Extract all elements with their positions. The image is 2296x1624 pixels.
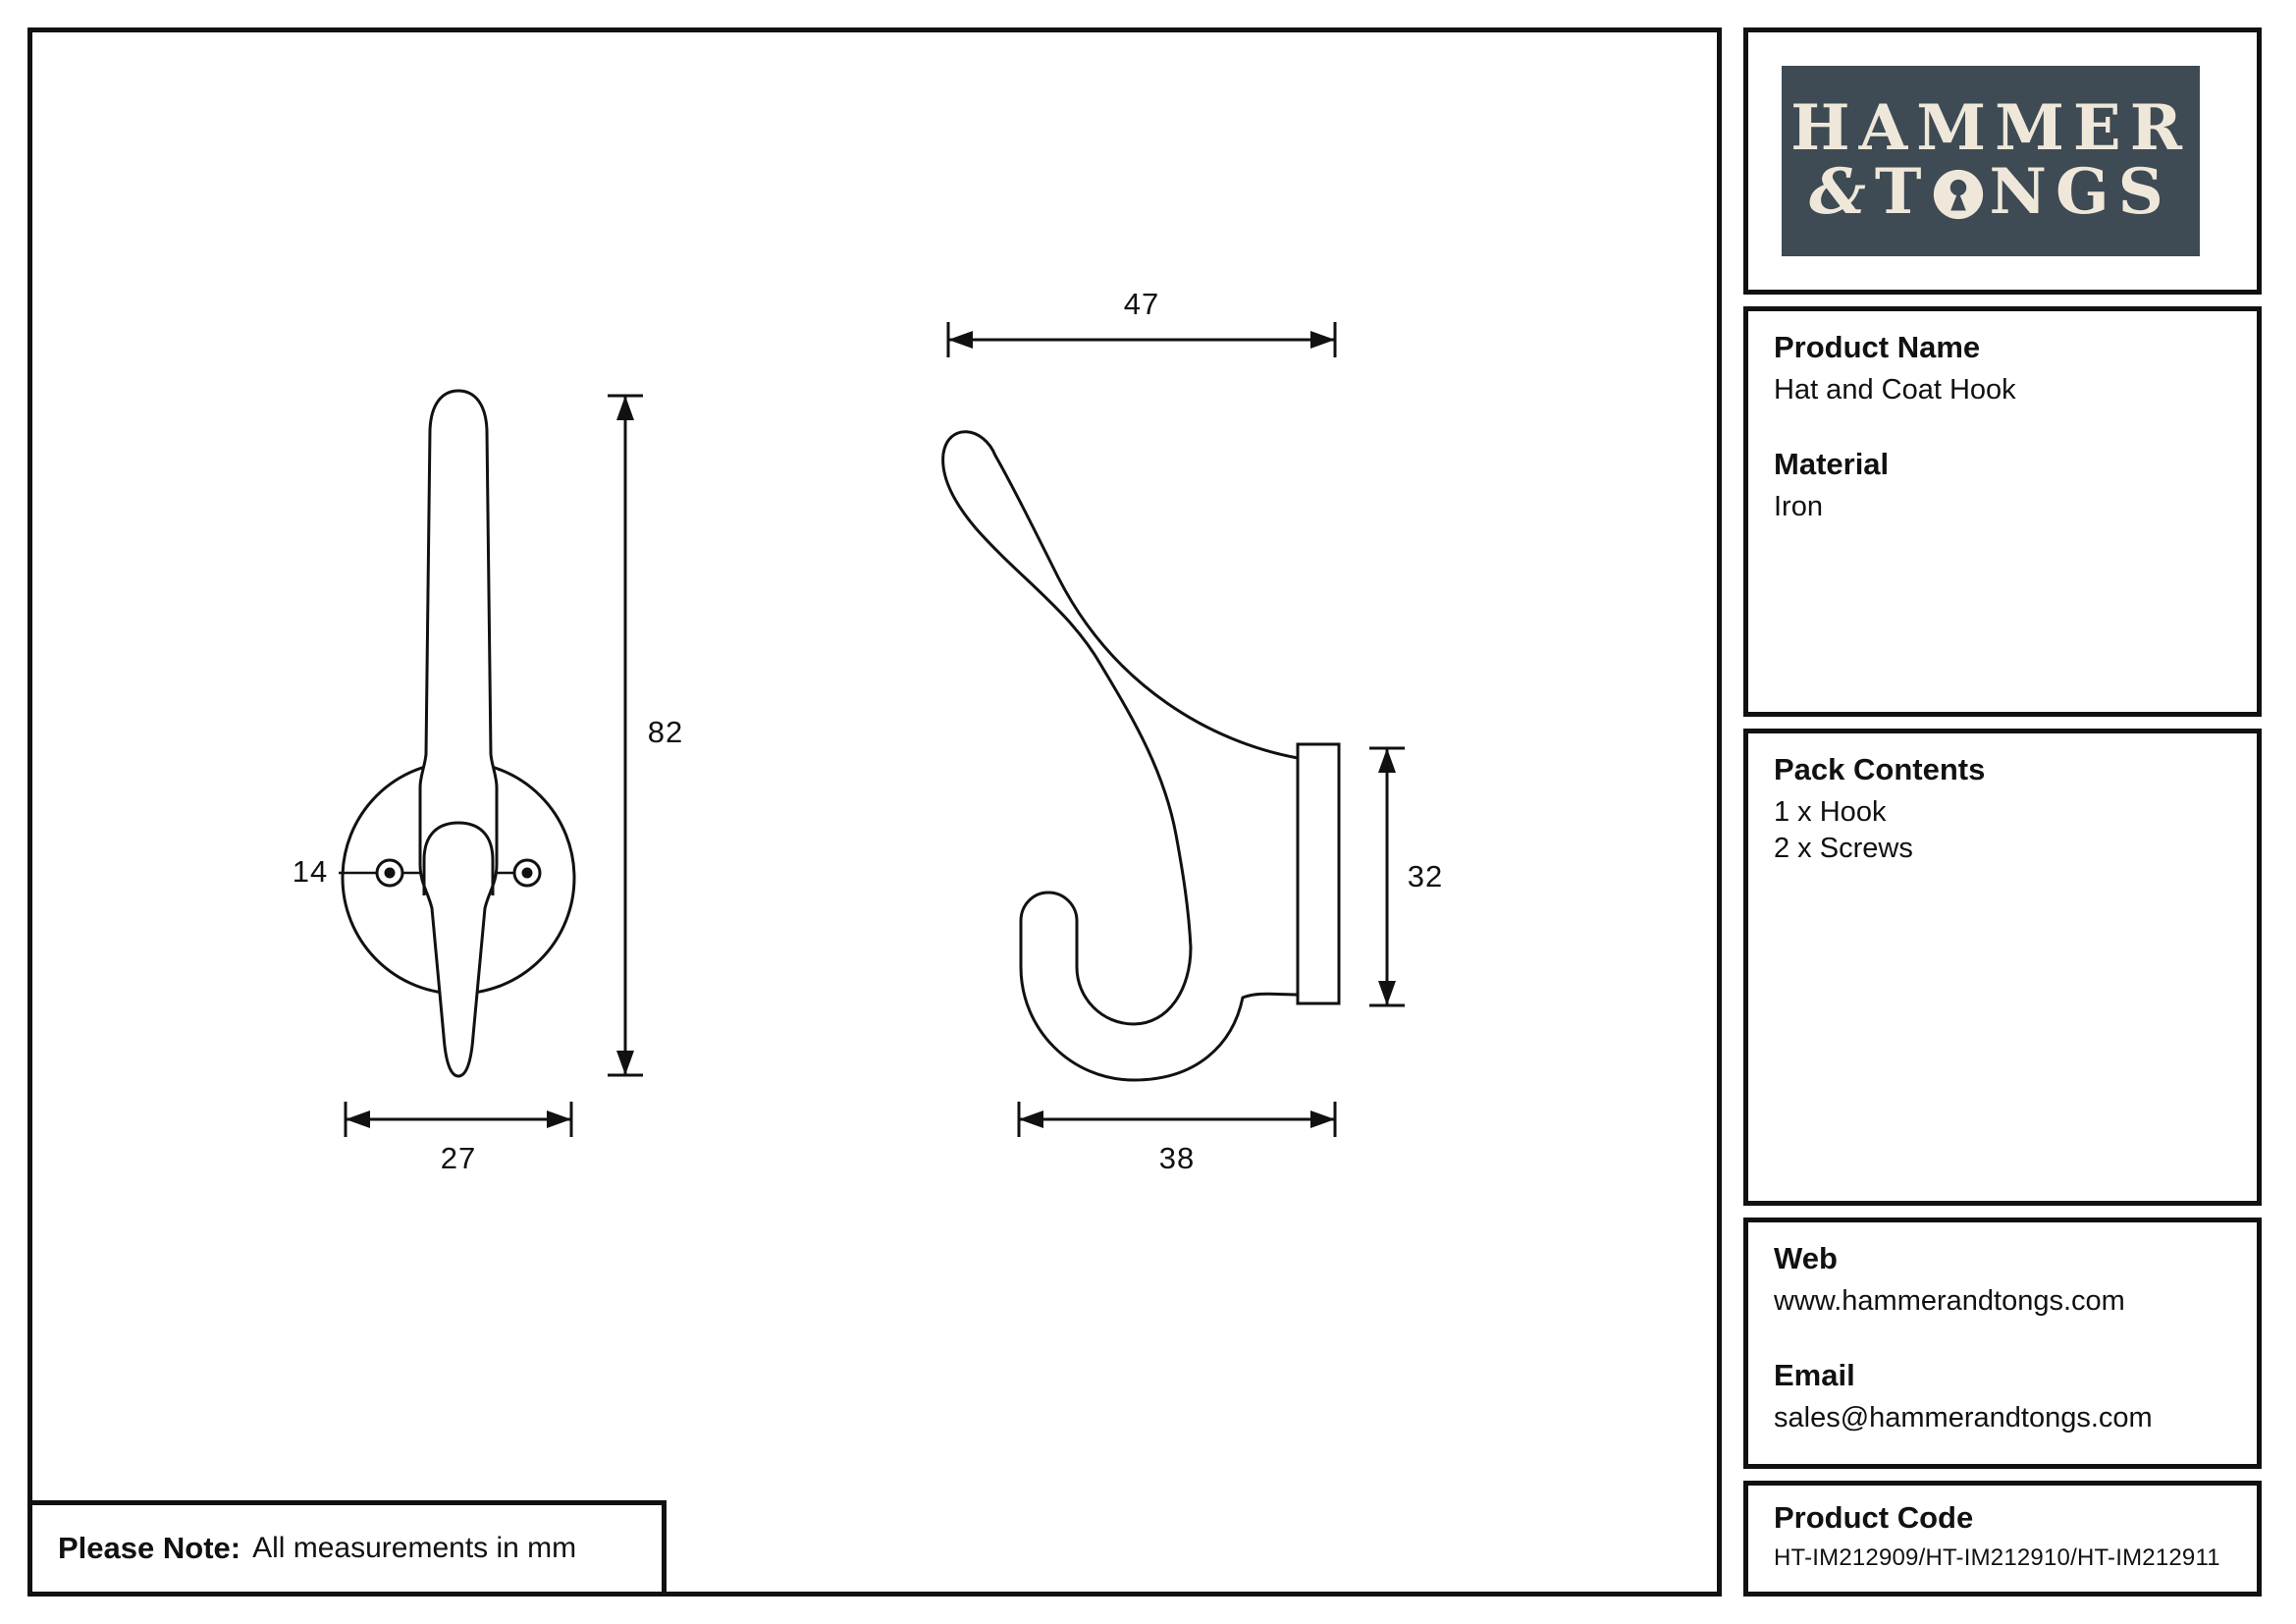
- product-name-value: Hat and Coat Hook: [1774, 373, 2016, 406]
- screw-hole-right-center: [521, 867, 533, 879]
- pack-contents-box: Pack Contents 1 x Hook 2 x Screws: [1743, 729, 2262, 1206]
- dim-label-side-depth: 47: [1123, 287, 1160, 321]
- contact-box: Web www.hammerandtongs.com Email sales@h…: [1743, 1218, 2262, 1469]
- pack-item: 2 x Screws: [1774, 833, 1913, 865]
- screw-hole-left-center: [384, 867, 396, 879]
- note-text: All measurements in mm: [252, 1532, 577, 1564]
- material-label: Material: [1774, 447, 1890, 482]
- web-value: www.hammerandtongs.com: [1774, 1284, 2125, 1317]
- product-name-label: Product Name: [1774, 330, 1981, 364]
- drawing-area: [27, 27, 1722, 1597]
- front-boss-arch: [422, 821, 495, 895]
- dim-label-hole-spacing: 14: [292, 854, 329, 889]
- product-code-value: HT-IM212909/HT-IM212910/HT-IM212911: [1774, 1543, 2220, 1571]
- dim-label-hook-depth: 38: [1158, 1141, 1196, 1175]
- email-label: Email: [1774, 1358, 1855, 1393]
- logo-letters-ngs: NGS: [1989, 155, 2172, 229]
- front-view: [339, 389, 576, 1078]
- dim-label-plate-height: 32: [1407, 859, 1444, 893]
- product-code-label: Product Code: [1774, 1500, 1974, 1535]
- logo-line-2: &T NGS: [1809, 155, 2172, 229]
- note-label: Please Note:: [58, 1531, 241, 1565]
- email-value: sales@hammerandtongs.com: [1774, 1402, 2153, 1435]
- pack-item: 1 x Hook: [1774, 795, 1887, 828]
- note-box: Please Note: All measurements in mm: [27, 1500, 667, 1597]
- side-mounting-plate: [1296, 742, 1341, 1005]
- keyhole-icon: [1933, 170, 1983, 220]
- spacer: [1774, 1320, 2231, 1357]
- logo-letter-t: T: [1874, 155, 1931, 229]
- spacer: [1774, 408, 2231, 446]
- logo-line-1: HAMMER: [1790, 91, 2191, 166]
- dim-label-front-width: 27: [440, 1141, 477, 1175]
- dim-label-front-height: 82: [647, 715, 684, 749]
- web-label: Web: [1774, 1241, 1838, 1275]
- logo-ampersand: &: [1809, 155, 1875, 229]
- brand-logo: HAMMER &T NGS: [1782, 66, 2200, 256]
- logo-box: HAMMER &T NGS: [1743, 27, 2262, 295]
- front-hook-outline: [418, 389, 499, 1078]
- side-hook-outline: [941, 430, 1300, 1082]
- product-info-box: Product Name Hat and Coat Hook Material …: [1743, 306, 2262, 717]
- dimension-arrowheads: [346, 331, 1396, 1128]
- side-view: [941, 430, 1341, 1082]
- material-value: Iron: [1774, 491, 1823, 523]
- product-code-box: Product Code HT-IM212909/HT-IM212910/HT-…: [1743, 1481, 2262, 1597]
- dimension-lines: [344, 322, 1405, 1137]
- pack-contents-label: Pack Contents: [1774, 752, 1986, 786]
